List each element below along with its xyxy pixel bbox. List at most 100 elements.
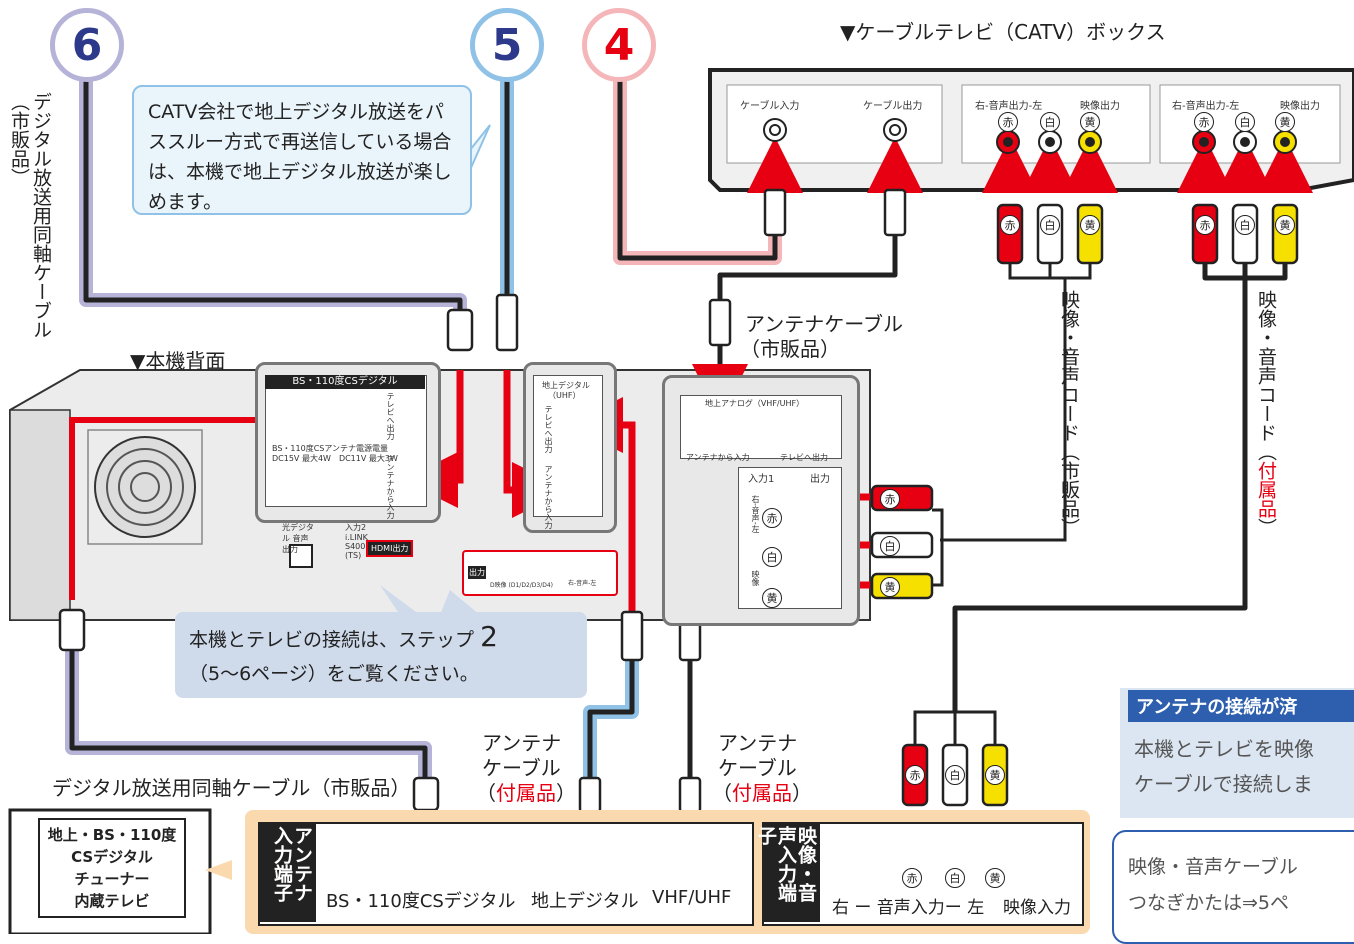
panel-analog-av-face <box>738 467 842 609</box>
catv-audio-out-2-label: 右-音声出力-左 <box>1172 101 1240 112</box>
info-body-2: ケーブルで接続しま <box>1134 772 1313 796</box>
antenna-input-terminals <box>258 822 754 926</box>
antenna-cable-top-note: （市販品） <box>740 337 840 361</box>
badge-yellow: 黄 <box>1080 112 1100 132</box>
badge-white: 白 <box>762 547 782 567</box>
av-cord-2 <box>952 262 1288 712</box>
badge-red: 赤 <box>905 765 925 785</box>
bottom-cable-label: デジタル放送用同軸ケーブル（市販品） <box>52 776 411 800</box>
catv-passthrough-callout: CATV会社で地上デジタル放送をパススルー方式で再送信している場合は、本機で地上… <box>132 85 472 215</box>
hdmi-label: HDMI出力 <box>366 540 414 557</box>
info-body-1: 本機とテレビを映像 <box>1134 737 1314 761</box>
cable-antenna-catv <box>717 235 898 300</box>
badge-red: 赤 <box>1194 112 1214 132</box>
panel-uhf-header-1: 地上デジタル <box>542 381 590 390</box>
tv-label-l3: チューナー <box>74 870 150 888</box>
info-note-1: 映像・音声ケーブル <box>1128 856 1298 878</box>
badge-yellow: 黄 <box>1275 215 1295 235</box>
badge-white: 白 <box>1040 215 1060 235</box>
input2-label: 入力2 <box>345 523 367 532</box>
ilink-label: i.LINK S400 (TS) <box>345 533 368 560</box>
terminal-uhf-label: 地上デジタル <box>531 891 639 912</box>
catv-jacks <box>763 118 1297 154</box>
left-cable-label: デジタル放送用同軸ケーブル <box>30 92 52 339</box>
d-out-label: 出力 <box>468 566 486 579</box>
badge-red: 赤 <box>1195 215 1215 235</box>
panel-bs-cs-face <box>265 375 427 507</box>
badge-yellow: 黄 <box>880 577 900 597</box>
panel-bs-header: BS・110度CSデジタル <box>265 375 425 389</box>
catv-video-out-1-label: 映像出力 <box>1080 101 1120 112</box>
antenna-cable-b-l3: （付属品） <box>712 781 812 805</box>
step-6-circle: 6 <box>50 8 124 82</box>
badge-yellow: 黄 <box>1080 215 1100 235</box>
badge-red: 赤 <box>762 508 782 528</box>
d-video-panel <box>462 550 618 596</box>
antenna-cable-b-l2: ケーブル <box>718 756 797 780</box>
panel-uhf-ant-in: アンテナから入力 <box>544 465 553 529</box>
panel-analog-output: 出力 <box>810 474 830 485</box>
tv-note-line2: （5～6ページ）をご覧ください。 <box>189 663 479 685</box>
badge-yellow: 黄 <box>762 588 782 608</box>
av-cord-label-2: 映像・音声コード（付属品） <box>1255 290 1277 537</box>
badge-red: 赤 <box>880 489 900 509</box>
antenna-cable-b-l1: アンテナ <box>718 731 798 755</box>
terminal-audio-label: 右 ー 音声入力ー 左 <box>832 898 985 918</box>
badge-red: 赤 <box>998 112 1018 132</box>
panel-uhf-tv-out: テレビへ出力 <box>544 405 553 453</box>
tv-label-l4: 内蔵テレビ <box>74 892 150 910</box>
panel-uhf-header-2: （UHF） <box>548 391 581 400</box>
badge-yellow: 黄 <box>985 868 1005 888</box>
av-cord-1 <box>940 262 1092 542</box>
terminal-bs-label: BS・110度CSデジタル <box>326 891 516 912</box>
d-audio-label: 右-音声-左 <box>568 580 597 587</box>
badge-red: 赤 <box>902 868 922 888</box>
panel-bs-ant-in: アンテナから入力 <box>386 455 395 519</box>
antenna-cable-a-l3: （付属品） <box>476 781 576 805</box>
d-video-label: D映像 (D1/D2/D3/D4) <box>490 582 554 589</box>
left-cable-note: （市販品） <box>8 92 30 187</box>
panel-analog-ant-in: アンテナから入力 <box>686 453 750 462</box>
catv-cable-out-label: ケーブル出力 <box>863 101 923 112</box>
panel-analog-input1: 入力1 <box>748 474 775 485</box>
panel-bs-power-note-1: BS・110度CSアンテナ電源電量 <box>272 444 389 453</box>
tv-note-step: 2 <box>480 620 498 653</box>
antenna-cable-a-l2: ケーブル <box>482 756 561 780</box>
panel-bs-tv-out: テレビへ出力 <box>386 392 395 440</box>
cable-5-bottom <box>583 660 639 780</box>
panel-analog-audio: 右-音声-左 <box>751 495 760 533</box>
av-terminals-head: 映像・音声入力端子 <box>755 822 820 922</box>
badge-yellow: 黄 <box>1275 112 1295 132</box>
av-cord-label-1: 映像・音声コード（市販品） <box>1058 290 1080 537</box>
badge-white: 白 <box>1235 215 1255 235</box>
panel-analog-tv-out: テレビへ出力 <box>780 453 828 462</box>
antenna-cable-a-l1: アンテナ <box>482 731 562 755</box>
optical-label: 光デジタル 音声出力 <box>282 523 314 554</box>
tv-label-l1: 地上・BS・110度 <box>47 826 177 844</box>
terminal-vhf-label: VHF/UHF <box>652 887 732 908</box>
av-cord-label-2-c: ） <box>1255 518 1277 537</box>
step-5-circle: 5 <box>470 8 544 82</box>
badge-yellow: 黄 <box>985 765 1005 785</box>
badge-white: 白 <box>1235 112 1255 132</box>
catv-audio-out-1-label: 右-音声出力-左 <box>975 101 1043 112</box>
fan-grille <box>87 429 203 545</box>
tv-label-l2: CSデジタル <box>71 848 153 866</box>
av-cord-label-2-a: 映像・音声コード（ <box>1255 290 1277 461</box>
panel-analog-face <box>680 395 842 459</box>
badge-white: 白 <box>945 765 965 785</box>
panel-analog-header: 地上アナログ（VHF/UHF） <box>705 399 805 408</box>
badge-white: 白 <box>1040 112 1060 132</box>
step-4-circle: 4 <box>582 8 656 82</box>
catv-video-out-2-label: 映像出力 <box>1280 101 1320 112</box>
tv-label-box: 地上・BS・110度 CSデジタル チューナー 内蔵テレビ <box>38 818 186 918</box>
rear-panel-title: ▼本機背面 <box>130 349 226 373</box>
catv-cable-in-label: ケーブル入力 <box>740 101 800 112</box>
badge-white: 白 <box>880 536 900 556</box>
tv-connection-note: 本機とテレビの接続は、ステップ 2 （5～6ページ）をご覧ください。 <box>175 612 587 698</box>
panel-bs-power-note-2: DC15V 最大4W DC11V 最大3W <box>272 454 398 463</box>
antenna-cable-top-label: アンテナケーブル <box>745 312 903 336</box>
info-note-box <box>1112 830 1354 944</box>
av-cord-label-2-b: 付属品 <box>1255 461 1277 518</box>
panel-terrestrial-digital-face <box>533 375 603 517</box>
